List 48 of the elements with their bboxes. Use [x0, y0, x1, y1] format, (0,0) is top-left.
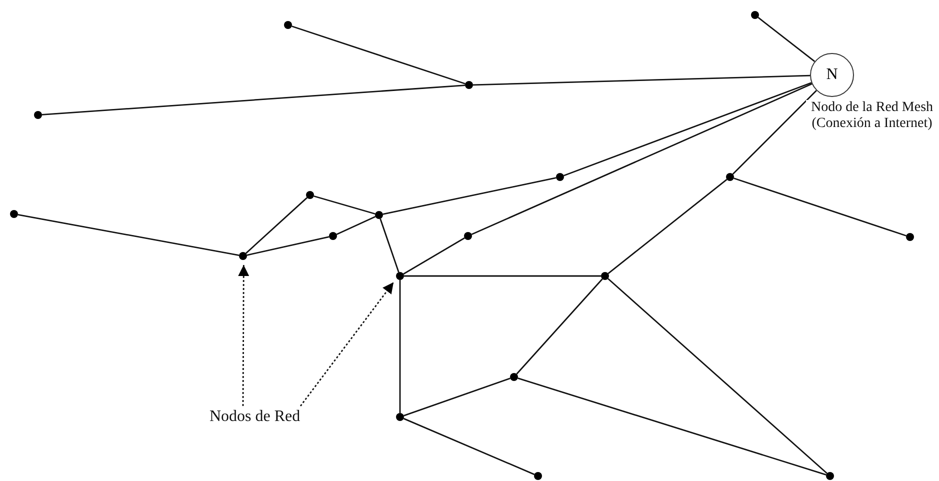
network-link: [404, 378, 510, 416]
network-link: [403, 418, 535, 476]
network-link: [518, 378, 826, 476]
network-link: [472, 74, 810, 86]
network-node-dot: [464, 232, 472, 240]
network-node-dot: [601, 272, 609, 280]
network-node-dot: [34, 111, 42, 119]
network-node-dot: [510, 373, 518, 381]
network-link: [758, 16, 816, 62]
network-node-dot: [10, 210, 18, 218]
leader-arrow: [300, 282, 394, 406]
network-link: [471, 83, 812, 236]
network-node-dot: [906, 233, 914, 241]
network-node-dot: [556, 173, 564, 181]
network-node-dot: [284, 21, 292, 29]
network-node-dot: [726, 173, 734, 181]
network-link: [380, 218, 400, 272]
leader-arrow: [238, 264, 250, 406]
network-link: [403, 237, 465, 275]
network-node-dot: [329, 232, 337, 240]
network-link: [336, 216, 376, 235]
network-node-dot: [239, 252, 247, 260]
network-node-dot: [826, 472, 834, 480]
network-link: [608, 178, 728, 274]
network-link: [404, 275, 601, 277]
network-node-dot: [396, 413, 404, 421]
network-link: [18, 214, 240, 256]
network-node-dot: [396, 272, 404, 280]
network-link: [42, 84, 466, 116]
network-link: [314, 195, 376, 215]
network-link: [564, 82, 812, 176]
network-link: [516, 278, 603, 374]
network-link: [382, 177, 556, 215]
network-link: [732, 90, 817, 175]
network-link: [246, 236, 330, 256]
network-node-dot: [534, 472, 542, 480]
network-link: [734, 178, 906, 236]
mesh-node-circle: [810, 53, 854, 97]
network-node-dot: [306, 191, 314, 199]
network-link: [608, 278, 828, 474]
network-node-dot: [465, 81, 473, 89]
network-link: [292, 26, 466, 84]
network-node-dot: [375, 211, 383, 219]
network-link: [399, 280, 401, 413]
network-node-dot: [751, 11, 759, 19]
callout-label: Nodos de Red: [210, 408, 300, 426]
node-letter: N: [826, 66, 838, 84]
network-link: [245, 197, 308, 254]
